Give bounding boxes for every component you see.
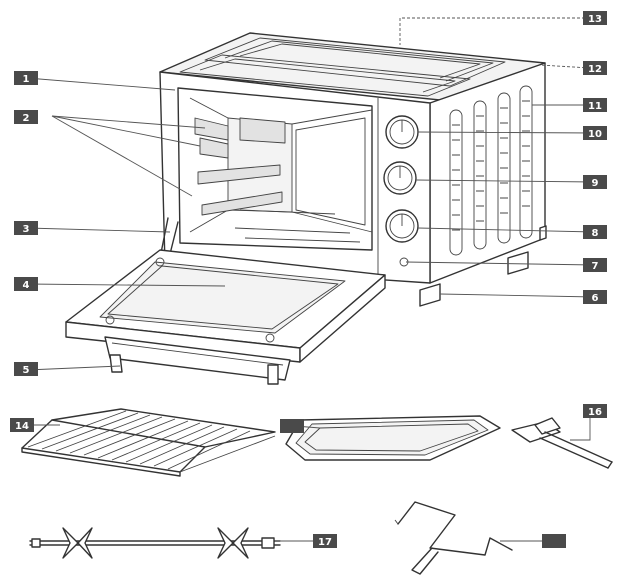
side-vents [449,85,533,256]
svg-text:5: 5 [23,365,30,376]
svg-text:11: 11 [588,101,602,112]
svg-text:6: 6 [592,293,599,304]
callout-2: 2 [14,110,38,124]
svg-text:12: 12 [588,64,602,75]
top-vents [179,37,506,97]
rotisserie-fork [394,501,513,575]
callout-3: 3 [14,221,38,235]
callout-4: 4 [14,277,38,291]
callout-7: 7 [583,258,607,272]
svg-text:7: 7 [592,261,599,272]
rack-guides [194,117,286,216]
callout-10: 10 [583,126,607,140]
callout-16: 16 [583,404,607,418]
svg-text:3: 3 [23,224,30,235]
oven-body [159,32,547,307]
callout-9: 9 [583,175,607,189]
tray-handle [511,417,613,469]
svg-text:8: 8 [592,228,599,239]
svg-text:9: 9 [592,178,599,189]
svg-text:1: 1 [23,74,30,85]
svg-text:14: 14 [15,421,29,432]
svg-text:17: 17 [318,537,332,548]
callout-18 [542,534,566,548]
svg-text:13: 13 [588,14,602,25]
oven-door [65,217,386,385]
baking-tray [285,415,501,461]
callout-14: 14 [10,418,34,432]
callout-13: 13 [583,11,607,25]
wire-rack [21,408,276,477]
callout-12: 12 [583,61,607,75]
callout-11: 11 [583,98,607,112]
callout-1: 1 [14,71,38,85]
rotisserie-spit [29,527,281,559]
svg-text:2: 2 [23,113,30,124]
callout-17: 17 [313,534,337,548]
callout-8: 8 [583,225,607,239]
oven-feet [419,225,547,307]
svg-text:4: 4 [23,280,30,291]
control-knobs [383,115,419,267]
callout-15 [280,419,304,433]
svg-text:10: 10 [588,129,602,140]
callout-5: 5 [14,362,38,376]
svg-text:16: 16 [588,407,602,418]
callout-6: 6 [583,290,607,304]
